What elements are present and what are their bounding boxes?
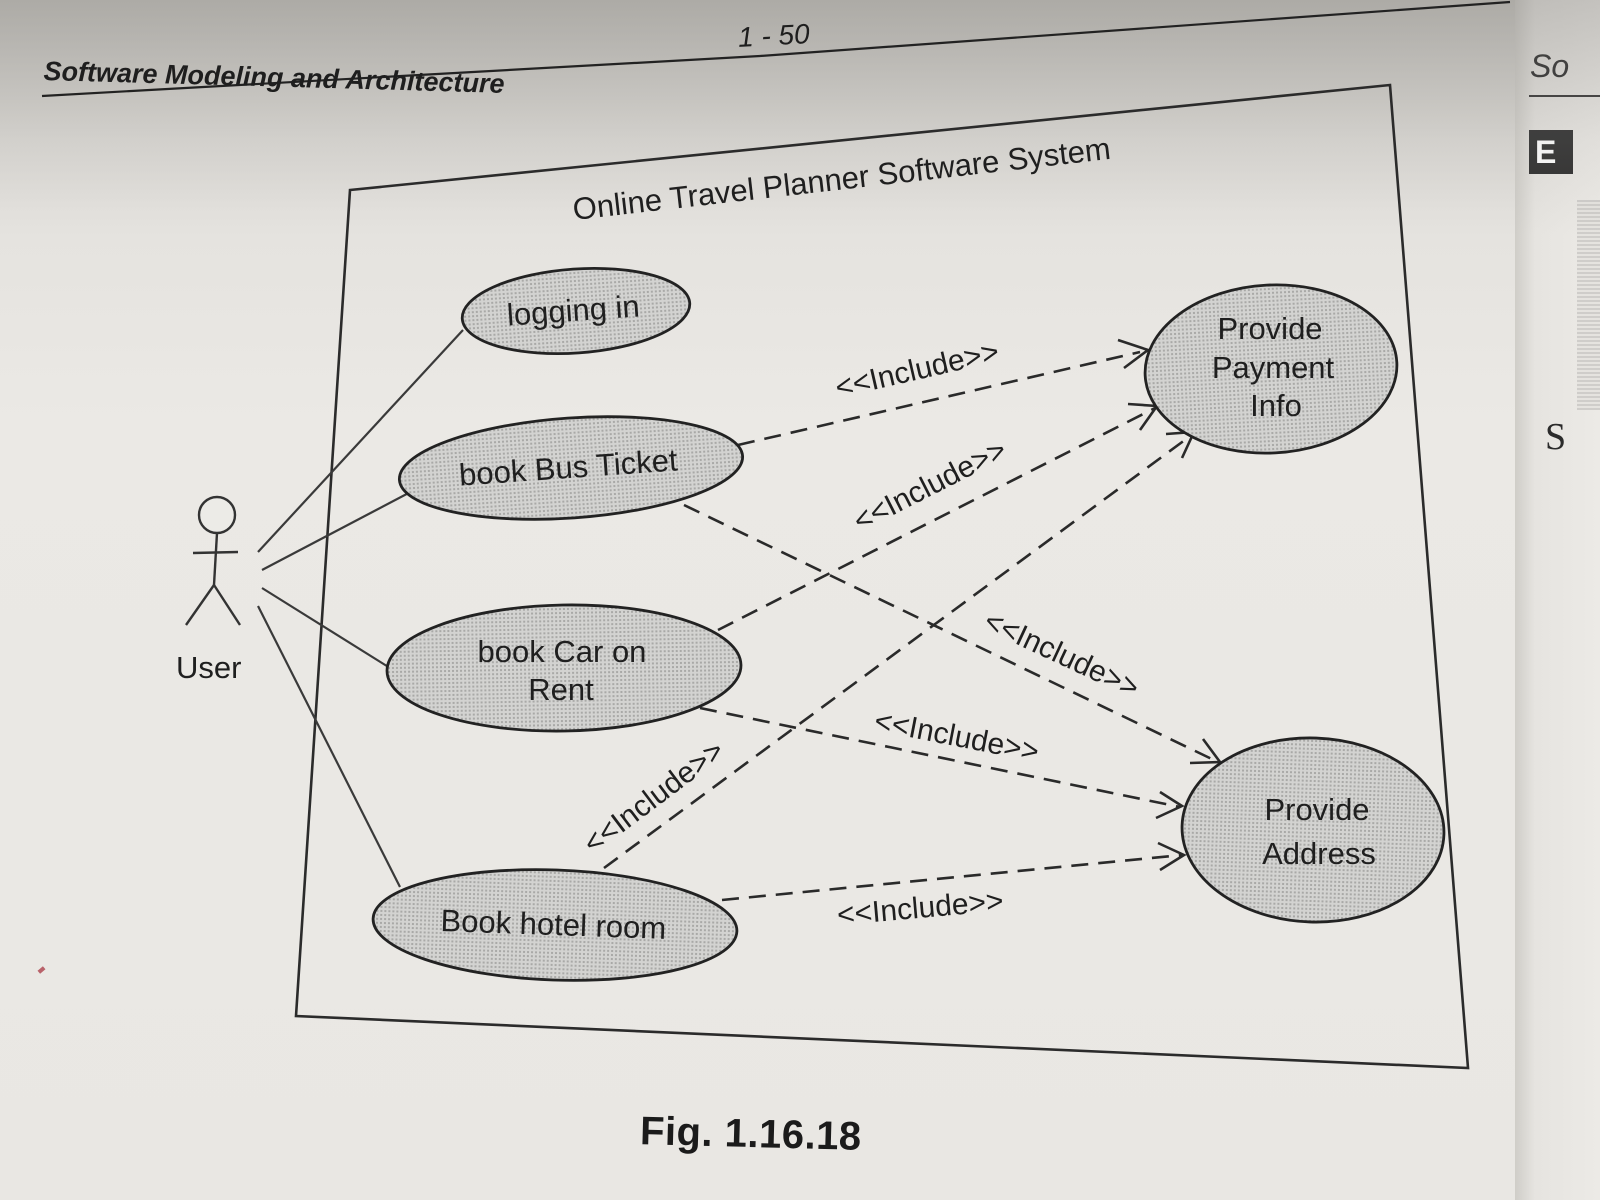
actor-arms bbox=[192, 550, 239, 555]
next-page-shaded-strip bbox=[1577, 200, 1600, 410]
usecase-provide-payment-info: Provide Payment Info bbox=[1143, 283, 1399, 455]
usecase-book-car-on-rent: book Car on Rent bbox=[385, 603, 743, 733]
next-page-header-fragment: So bbox=[1530, 48, 1570, 84]
association-bus-ticket bbox=[261, 486, 421, 571]
actor-label: User bbox=[176, 650, 241, 685]
use-case-diagram: Online Travel Planner Software System Us… bbox=[176, 83, 1470, 1070]
usecase-logging-in: logging in bbox=[460, 266, 692, 356]
include-car-to-address bbox=[699, 706, 1185, 820]
actor-body bbox=[212, 532, 219, 586]
include-hotel-to-address bbox=[721, 841, 1187, 902]
association-logging-in bbox=[257, 329, 464, 553]
figure-caption: Fig. 1.16.18 bbox=[639, 1109, 863, 1159]
next-page-badge: E bbox=[1529, 130, 1573, 174]
include-label-bus-payment: <<Include>> bbox=[832, 335, 1002, 405]
include-label-car-address: <<Include>> bbox=[872, 704, 1042, 768]
include-bus-to-payment bbox=[737, 338, 1151, 447]
include-label-hotel-address: <<Include>> bbox=[836, 885, 1005, 932]
next-page-rule bbox=[1529, 95, 1600, 97]
include-label-car-payment: <<Include>> bbox=[848, 433, 1012, 538]
book-page bbox=[0, 0, 1515, 1200]
usecase-label-payment-line1: Provide bbox=[1217, 311, 1322, 346]
usecase-book-hotel-room: Book hotel room bbox=[371, 868, 739, 982]
include-label-bus-address: <<Include>> bbox=[979, 604, 1144, 704]
usecase-label-address-line1: Provide bbox=[1264, 792, 1369, 827]
actor-head bbox=[197, 495, 237, 535]
system-boundary bbox=[294, 83, 1470, 1070]
actor-leg-left bbox=[185, 584, 215, 626]
usecase-label-book-car-line2: Rent bbox=[528, 672, 594, 707]
usecase-label-address-line2: Address bbox=[1262, 836, 1376, 871]
usecase-label-book-hotel-room: Book hotel room bbox=[440, 903, 667, 946]
usecase-label-payment-line2: Payment bbox=[1212, 350, 1335, 385]
association-car-rent bbox=[261, 587, 391, 669]
include-label-hotel-payment: <<Include>> bbox=[577, 734, 730, 861]
usecase-provide-address: Provide Address bbox=[1180, 736, 1446, 924]
usecase-label-payment-line3: Info bbox=[1250, 388, 1302, 423]
next-page-edge: So E S bbox=[1515, 0, 1600, 1200]
include-car-to-payment bbox=[717, 402, 1160, 632]
actor-leg-right bbox=[212, 584, 242, 626]
system-title: Online Travel Planner Software System bbox=[571, 131, 1113, 227]
header-rule bbox=[41, 0, 1511, 98]
usecase-label-book-car-line1: book Car on bbox=[478, 634, 647, 669]
next-page-side-letter: S bbox=[1545, 416, 1567, 458]
association-hotel-room bbox=[257, 605, 401, 888]
actor-user bbox=[185, 495, 242, 626]
usecase-book-bus-ticket: book Bus Ticket bbox=[397, 415, 745, 521]
